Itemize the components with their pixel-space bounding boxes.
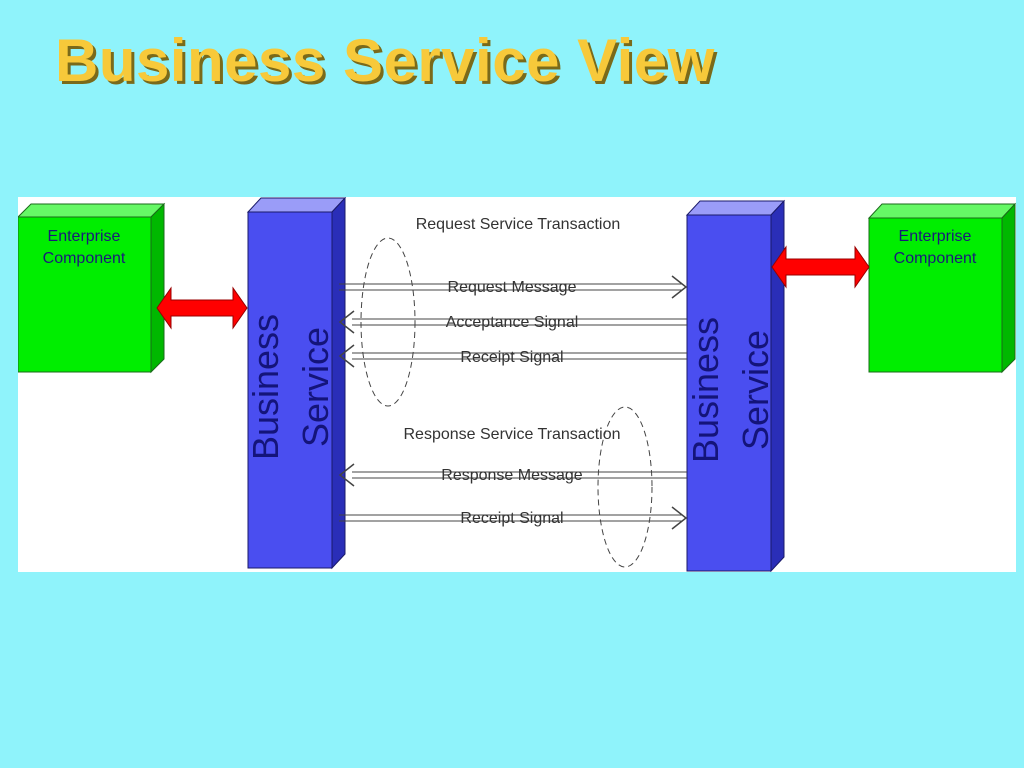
request-receipt-signal-label: Receipt Signal [460,349,563,366]
response-receipt-signal-label: Receipt Signal [460,510,563,527]
right-link-arrow [771,245,870,289]
slide-title: Business Service View [55,27,715,94]
acceptance-signal-arrow: Acceptance Signal [338,310,687,334]
response-message-arrow: Response Message [338,463,687,487]
right-enterprise-component: Enterprise Component [867,202,1016,374]
left-link-arrow [156,286,248,330]
request-receipt-signal-arrow: Receipt Signal [338,344,687,368]
right-service-label-line1: Business [685,317,726,463]
response-transaction-title: Response Service Transaction [404,426,621,443]
request-transaction-ellipse [360,237,416,407]
left-enterprise-component: Enterprise Component [18,202,166,374]
left-service-label-line1: Business [245,314,286,460]
right-component-label-line2: Component [894,250,977,267]
request-transaction-title: Request Service Transaction [416,216,621,233]
diagram-canvas: Enterprise Component Enterprise Componen… [18,197,1016,572]
response-transaction-ellipse [597,406,653,568]
left-service-label-line2: Service [295,327,336,447]
business-service-diagram: Enterprise Component Enterprise Componen… [18,197,1016,572]
left-component-label-line2: Component [43,250,126,267]
left-component-label-line1: Enterprise [48,228,121,245]
acceptance-signal-label: Acceptance Signal [446,314,579,331]
left-business-service: Business Service [245,197,347,570]
request-message-label: Request Message [448,279,577,296]
right-component-label-line1: Enterprise [899,228,972,245]
request-message-arrow: Request Message [339,275,688,299]
response-message-label: Response Message [441,467,583,484]
right-business-service: Business Service [685,199,786,572]
right-service-label-line2: Service [735,330,776,450]
response-receipt-signal-arrow: Receipt Signal [339,506,688,530]
